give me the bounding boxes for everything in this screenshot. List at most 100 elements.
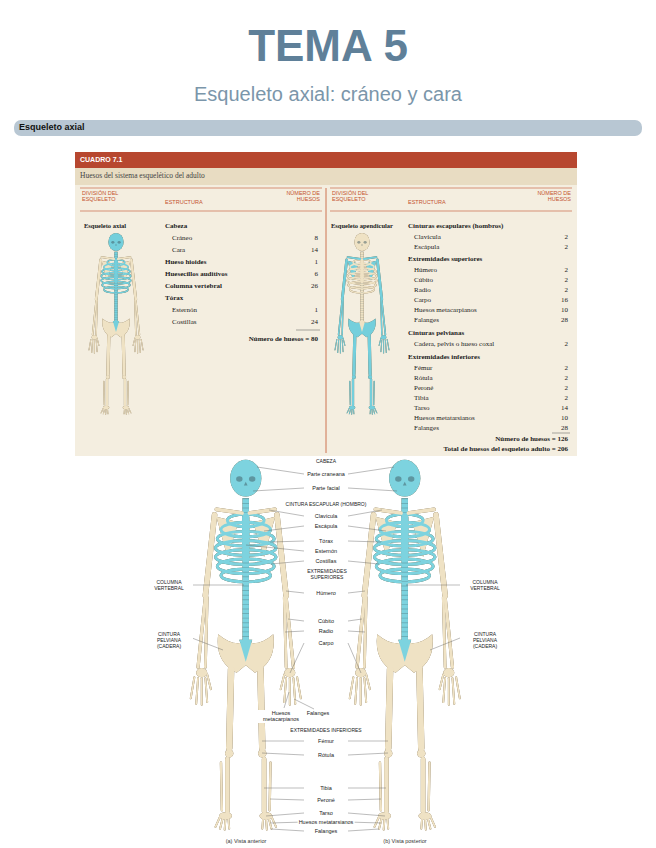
figure-heading: COLUMNA VERTEBRAL	[461, 580, 509, 592]
table-cell: Carpo	[414, 296, 431, 304]
structure-group: Columna vertebral	[165, 282, 222, 290]
table-cell: Cúbito	[414, 276, 433, 284]
table-cell: Costillas	[172, 318, 197, 326]
figure-heading: EXTREMIDADES SUPERIORES	[302, 569, 352, 581]
leader-lines-part	[253, 488, 304, 491]
structure-group: Tórax	[165, 294, 183, 302]
leader-lines-part	[348, 488, 397, 491]
table-cell: Peroné	[414, 384, 433, 392]
bone-label: Húmero	[315, 590, 337, 596]
table-rules-part	[80, 188, 322, 189]
leader-lines-part	[192, 585, 244, 586]
table-cell: Radio	[414, 286, 431, 294]
leader-lines-part	[269, 510, 304, 516]
leader-lines-part	[348, 619, 362, 621]
bone-label: Tarso	[318, 810, 333, 816]
table-cell: 24	[311, 318, 318, 326]
leader-lines-part	[262, 741, 304, 742]
structure-group: Número de huesos = 126	[495, 435, 568, 443]
table-cell: 1	[315, 306, 319, 314]
leader-lines-part	[288, 619, 304, 621]
leader-lines-part	[266, 813, 304, 816]
table-cell: Falanges	[414, 316, 439, 324]
structure-group: Total de huesos del esqueleto adulto = 2…	[444, 445, 569, 453]
leader-lines-part	[284, 692, 289, 708]
bone-label: Costillas	[315, 558, 338, 564]
table-cell: 14	[561, 404, 568, 412]
table-rules-part	[330, 188, 572, 189]
column-header: ESTRUCTURA	[165, 199, 203, 205]
figure-heading: CABEZA	[315, 459, 337, 465]
structure-group: Extremidades superiores	[408, 255, 482, 263]
table-cell: 2	[565, 266, 569, 274]
subtitle: Esqueleto axial: cráneo y cara	[194, 84, 462, 104]
table-cell: 14	[311, 246, 318, 254]
column-header: DIVISIÓN DEL ESQUELETO	[332, 190, 382, 203]
leader-lines-part	[348, 631, 365, 632]
table-cell: Rótula	[414, 374, 433, 382]
table-cell: Huesos metacarpianos	[414, 306, 477, 314]
posterior-skeleton	[350, 460, 460, 830]
bone-label: Parte craneana	[306, 471, 346, 477]
table-cell: 16	[561, 296, 568, 304]
table-cell: 2	[565, 340, 569, 348]
bone-label: Carpo	[318, 640, 335, 646]
table-cell: Huesos metatarsianos	[414, 414, 475, 422]
leader-lines-part	[348, 643, 361, 673]
bone-label: Escápula	[314, 523, 339, 529]
leader-lines-part	[348, 829, 379, 831]
table-cell: 2	[565, 384, 569, 392]
bone-label: Tórax	[318, 538, 334, 544]
table-ground	[75, 152, 577, 456]
leader-lines-part	[246, 545, 304, 551]
page-title: TEMA 5	[0, 24, 656, 68]
table-cell: Esternón	[172, 306, 197, 314]
column-header: ESTRUCTURA	[408, 199, 446, 205]
table-cell: 8	[315, 234, 319, 242]
table-cell: 2	[565, 394, 569, 402]
leader-lines-part	[257, 467, 304, 474]
table-cell: 2	[565, 276, 569, 284]
column-header: NÚMERO DE HUESOS	[278, 190, 320, 203]
bone-label: Falanges	[314, 828, 339, 834]
anterior-skeleton	[191, 460, 301, 830]
leader-lines-part	[264, 788, 304, 789]
table-cell: Cráneo	[172, 234, 192, 242]
bone-label: Rótula	[317, 752, 335, 758]
leader-lines-part	[290, 643, 304, 673]
leader-lines-part	[264, 526, 304, 531]
column-header: DIVISIÓN DEL ESQUELETO	[82, 190, 132, 203]
leader-lines-part	[348, 813, 385, 816]
bone-label: Radio	[318, 628, 334, 634]
table-cell: Escápula	[414, 243, 439, 251]
table-cell: Tarso	[414, 404, 429, 412]
leader-lines-part	[348, 799, 381, 800]
table-rules	[80, 188, 572, 453]
bone-label: Falanges	[306, 710, 331, 716]
node-text: Huesos del sistema esquelético del adult…	[80, 172, 572, 181]
leader-lines-part	[285, 631, 304, 632]
table-ground-part	[75, 168, 577, 185]
leader-lines-part	[430, 638, 460, 650]
table-panel: Huesos del sistema esquelético del adult…	[75, 152, 577, 456]
leader-lines-part	[192, 638, 223, 650]
table-cell: Cara	[172, 246, 185, 254]
view-caption: (b) Vista posterior	[383, 838, 426, 844]
figure-heading: EXTREMIDADES INFERIORES	[289, 728, 362, 734]
structure-group: Cabeza	[165, 222, 187, 230]
sum-rules	[296, 330, 570, 433]
node-text: CUADRO 7.1	[80, 156, 572, 164]
structure-group: Extremidades inferiores	[408, 353, 480, 361]
bone-label: Peroné	[316, 797, 336, 803]
figure-heading: CINTURA ESCAPULAR (HOMBRO)	[285, 502, 368, 508]
figure-heading: CINTURA PELVIANA (CADERA)	[461, 632, 509, 649]
leader-lines-part	[271, 829, 304, 831]
figure-heading: COLUMNA VERTEBRAL	[145, 580, 193, 592]
leader-lines-part	[348, 467, 394, 474]
sum-rules-part	[296, 330, 320, 331]
table-cell: 28	[561, 424, 568, 432]
table-rules-part	[330, 211, 572, 212]
structure-group: Huesecillos auditivos	[165, 270, 227, 278]
leader-lines-part	[348, 591, 365, 593]
